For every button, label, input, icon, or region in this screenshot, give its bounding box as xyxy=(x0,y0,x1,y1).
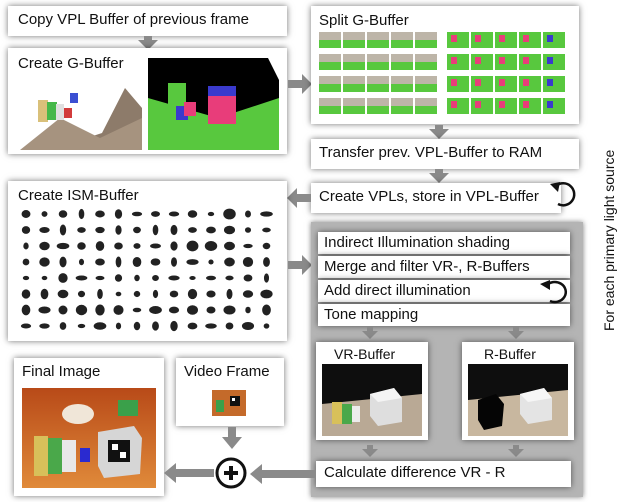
arrow-vr-to-diff xyxy=(362,445,378,457)
video-frame-label: Video Frame xyxy=(184,363,270,380)
copy-vpl-box: Copy VPL Buffer of previous frame xyxy=(8,6,287,36)
final-image-box: Final Image xyxy=(14,358,164,496)
arrow-vpls-to-ism xyxy=(287,188,311,208)
video-frame-picture xyxy=(212,390,246,416)
arrow-tone-to-vr xyxy=(362,327,378,339)
create-gbuffer-label: Create G-Buffer xyxy=(18,55,124,72)
loop-icon xyxy=(550,182,576,207)
vr-buffer-box: VR-Buffer xyxy=(316,342,428,440)
split-gbuffer-label: Split G-Buffer xyxy=(319,12,409,29)
final-image-label: Final Image xyxy=(22,363,101,380)
tone-label: Tone mapping xyxy=(324,306,419,323)
arrow-tone-to-r xyxy=(508,327,524,339)
ism-buffer-image xyxy=(20,208,273,332)
merge-box: Merge and filter VR-, R-Buffers xyxy=(318,256,570,278)
indirect-label: Indirect Illumination shading xyxy=(324,234,510,251)
arrow-gbuffer-to-split xyxy=(288,74,312,94)
arrow-split-to-transfer xyxy=(429,125,449,139)
create-ism-label: Create ISM-Buffer xyxy=(18,187,139,204)
difference-label: Calculate difference VR - R xyxy=(324,464,506,481)
loop-icon-direct xyxy=(540,280,568,304)
merge-label: Merge and filter VR-, R-Buffers xyxy=(324,258,530,275)
r-buffer-box: R-Buffer xyxy=(462,342,574,440)
arrow-plus-to-final xyxy=(164,463,214,483)
video-frame-box: Video Frame xyxy=(176,358,284,426)
transfer-box: Transfer prev. VPL-Buffer to RAM xyxy=(311,139,579,169)
r-buffer-image xyxy=(468,364,568,436)
gbuffer-normal-image xyxy=(148,58,279,150)
arrow-video-to-plus xyxy=(222,427,242,449)
side-note: For each primary light source xyxy=(601,149,617,331)
transfer-label: Transfer prev. VPL-Buffer to RAM xyxy=(319,144,543,161)
vr-buffer-image xyxy=(322,364,422,436)
create-ism-box: Create ISM-Buffer xyxy=(8,181,287,341)
vr-buffer-label: VR-Buffer xyxy=(334,346,396,362)
split-gbuffer-box: Split G-Buffer xyxy=(311,6,579,124)
final-image-picture xyxy=(22,388,156,488)
arrow-ism-to-panel xyxy=(288,255,312,275)
create-vpls-label: Create VPLs, store in VPL-Buffer xyxy=(319,188,539,205)
split-gbuffer-tiles xyxy=(319,32,565,114)
gbuffer-camera-image xyxy=(20,88,142,150)
r-buffer-label: R-Buffer xyxy=(484,346,536,362)
arrow-r-to-diff xyxy=(508,445,524,457)
arrow-diff-to-plus xyxy=(250,464,316,484)
tone-box: Tone mapping xyxy=(318,304,570,326)
arrow-transfer-to-vpls xyxy=(429,169,449,183)
plus-icon xyxy=(215,457,247,489)
indirect-box: Indirect Illumination shading xyxy=(318,232,570,254)
copy-vpl-label: Copy VPL Buffer of previous frame xyxy=(18,11,249,28)
create-vpls-box: Create VPLs, store in VPL-Buffer xyxy=(311,183,561,213)
direct-label: Add direct illumination xyxy=(324,282,471,299)
direct-box: Add direct illumination xyxy=(318,280,570,302)
create-gbuffer-box: Create G-Buffer xyxy=(8,48,287,154)
arrow-copy-to-gbuffer xyxy=(138,36,158,50)
difference-box: Calculate difference VR - R xyxy=(316,461,571,487)
